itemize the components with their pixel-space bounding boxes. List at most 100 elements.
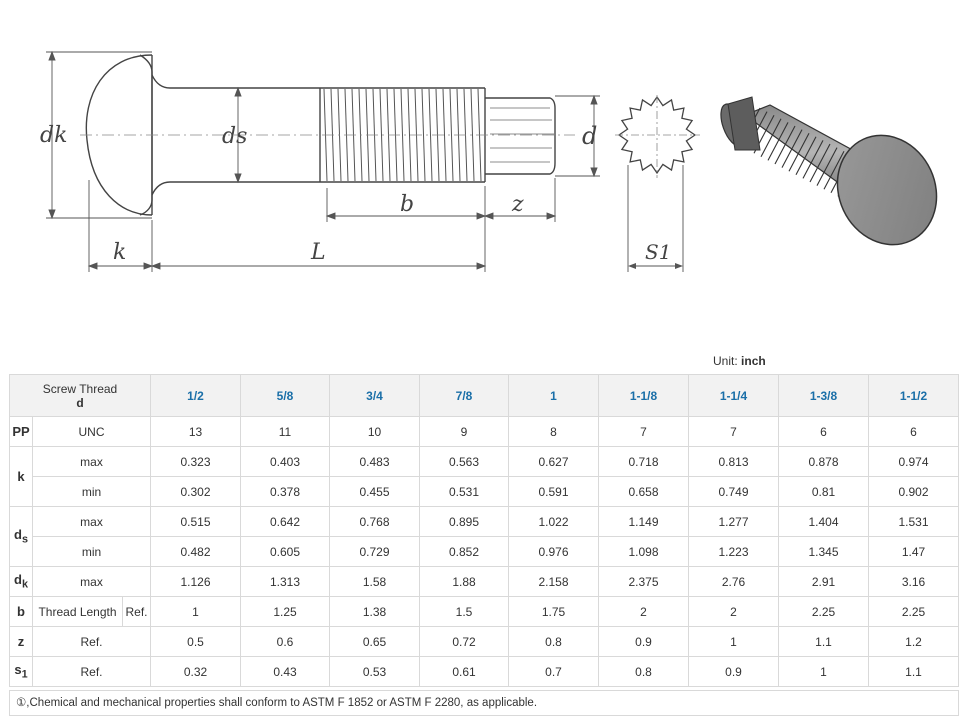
- label-k: k: [113, 240, 126, 265]
- value-cell: 0.7: [508, 656, 599, 687]
- value-cell: 3.16: [868, 566, 959, 597]
- size-header: 1/2: [150, 374, 241, 417]
- unit-label: Unit:: [713, 354, 738, 368]
- row-label: Thread Length: [32, 596, 123, 627]
- size-header: 5/8: [240, 374, 330, 417]
- symbol-ds: ds: [9, 506, 33, 567]
- header-title: Screw Thread: [42, 381, 118, 396]
- symbol-text: z: [17, 634, 25, 649]
- value-cell: 0.627: [508, 446, 599, 477]
- value-cell: 0.323: [150, 446, 241, 477]
- value-cell: 0.72: [419, 626, 509, 657]
- value-cell: 1.1: [868, 656, 959, 687]
- value-cell: 1.88: [419, 566, 509, 597]
- value-cell: 0.403: [240, 446, 330, 477]
- value-cell: 0.8: [508, 626, 599, 657]
- value-cell: 0.32: [150, 656, 241, 687]
- value-cell: 6: [868, 416, 959, 447]
- row-label: max: [32, 506, 151, 537]
- value-cell: 0.976: [508, 536, 599, 567]
- value-cell: 1.47: [868, 536, 959, 567]
- unit-indicator: Unit: inch: [713, 354, 766, 368]
- value-cell: 0.9: [688, 656, 779, 687]
- value-cell: 2.25: [778, 596, 869, 627]
- value-cell: 1.277: [688, 506, 779, 537]
- row-label: Ref.: [32, 626, 151, 657]
- unit-value: inch: [741, 354, 766, 368]
- value-cell: 1.149: [598, 506, 689, 537]
- value-cell: 1.345: [778, 536, 869, 567]
- value-cell: 0.729: [329, 536, 420, 567]
- symbol-text: s: [14, 662, 22, 678]
- value-cell: 7: [598, 416, 689, 447]
- value-cell: 1.58: [329, 566, 420, 597]
- label-z: z: [511, 192, 524, 217]
- symbol-b: b: [9, 596, 33, 627]
- symbol-s1: s1: [9, 656, 33, 687]
- value-cell: 0.605: [240, 536, 330, 567]
- value-cell: 0.8: [598, 656, 689, 687]
- value-cell: 2.76: [688, 566, 779, 597]
- value-cell: 1: [688, 626, 779, 657]
- value-cell: 0.61: [419, 656, 509, 687]
- value-cell: 0.302: [150, 476, 241, 507]
- symbol-subscript: 1: [21, 668, 28, 681]
- spline-end-view: [615, 95, 700, 272]
- screw-thread-header: Screw Thread d: [9, 374, 151, 417]
- value-cell: 7: [688, 416, 779, 447]
- value-cell: 0.591: [508, 476, 599, 507]
- row-label: max: [32, 446, 151, 477]
- value-cell: 2.91: [778, 566, 869, 597]
- value-cell: 1.5: [419, 596, 509, 627]
- value-cell: 0.658: [598, 476, 689, 507]
- value-cell: 1.2: [868, 626, 959, 657]
- value-cell: 6: [778, 416, 869, 447]
- symbol-text: k: [17, 469, 25, 484]
- value-cell: 2.375: [598, 566, 689, 597]
- value-cell: 0.483: [329, 446, 420, 477]
- symbol-subscript: s: [21, 533, 28, 546]
- row-label: Ref.: [32, 656, 151, 687]
- value-cell: 1.75: [508, 596, 599, 627]
- value-cell: 1.531: [868, 506, 959, 537]
- value-cell: 0.43: [240, 656, 330, 687]
- symbol-text: PP: [12, 424, 30, 439]
- spline-lines: [490, 107, 554, 163]
- size-header: 1-1/8: [598, 374, 689, 417]
- label-s1: S1: [645, 240, 671, 264]
- value-cell: 0.482: [150, 536, 241, 567]
- value-cell: 1.38: [329, 596, 420, 627]
- value-cell: 0.895: [419, 506, 509, 537]
- label-dk: dk: [40, 123, 67, 148]
- value-cell: 1.1: [778, 626, 869, 657]
- value-cell: 0.768: [329, 506, 420, 537]
- value-cell: 0.9: [598, 626, 689, 657]
- value-cell: 0.718: [598, 446, 689, 477]
- value-cell: 8: [508, 416, 599, 447]
- value-cell: 1.098: [598, 536, 689, 567]
- footnote: ①,Chemical and mechanical properties sha…: [9, 690, 959, 716]
- label-d: d: [582, 122, 597, 150]
- value-cell: 9: [419, 416, 509, 447]
- row-label: max: [32, 566, 151, 597]
- dimension-lines: [46, 50, 600, 272]
- label-L: L: [310, 240, 326, 265]
- value-cell: 1.313: [240, 566, 330, 597]
- value-cell: 1.022: [508, 506, 599, 537]
- value-cell: 0.902: [868, 476, 959, 507]
- row-label-ref: Ref.: [122, 596, 151, 627]
- value-cell: 0.642: [240, 506, 330, 537]
- bolt-3d-illustration: [720, 96, 938, 246]
- value-cell: 0.749: [688, 476, 779, 507]
- header-symbol: d: [76, 395, 84, 410]
- row-label: min: [32, 476, 151, 507]
- value-cell: 0.531: [419, 476, 509, 507]
- symbol-text: d: [14, 572, 22, 588]
